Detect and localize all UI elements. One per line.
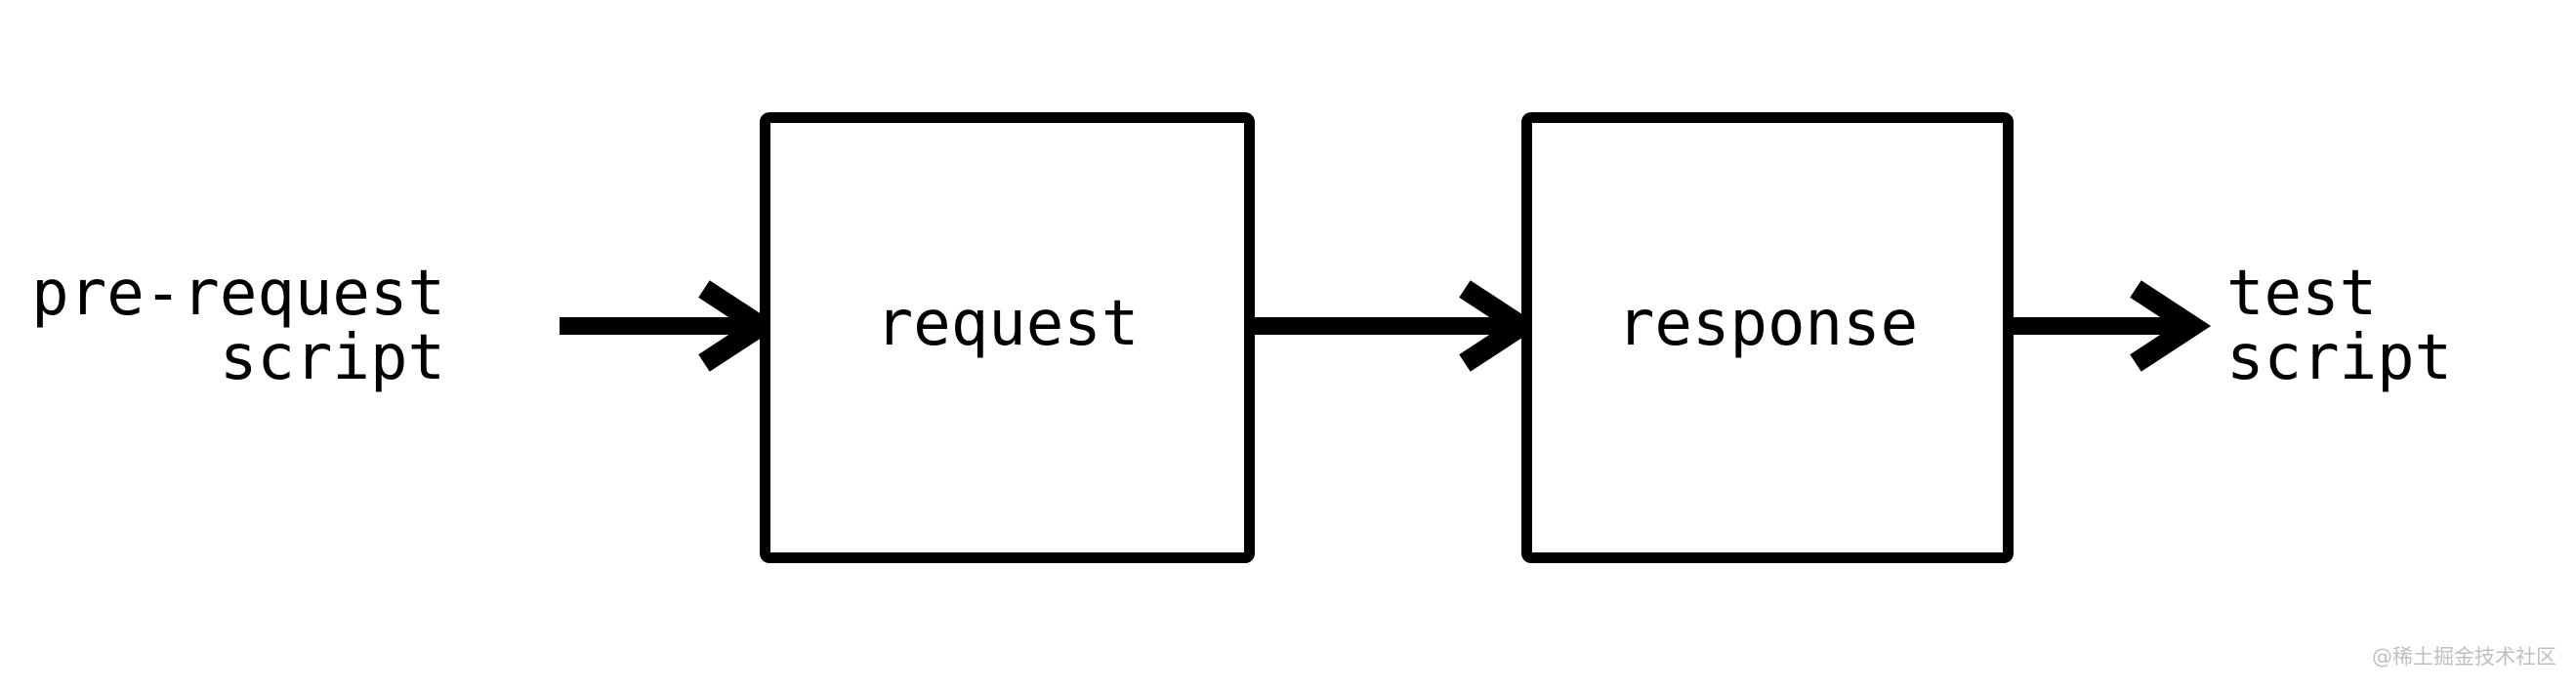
sink-label: test script [2226, 262, 2576, 390]
node-request-label: request [875, 288, 1140, 360]
node-response-label: response [1616, 288, 1919, 360]
sink-label-line2: script [2226, 322, 2453, 394]
arrow-source-to-request [560, 280, 780, 372]
arrow-response-to-sink [2014, 280, 2212, 372]
arrow-request-to-response [1255, 280, 1541, 372]
sink-label-line1: test [2226, 258, 2378, 330]
source-label: pre-request script [0, 262, 445, 390]
source-label-line2: script [219, 322, 445, 394]
source-label-line1: pre-request [31, 258, 445, 330]
arrowhead-icon [2130, 280, 2212, 372]
watermark: @稀土掘金技术社区 [2372, 645, 2556, 669]
node-request: request [760, 112, 1255, 563]
node-response: response [1521, 112, 2014, 563]
